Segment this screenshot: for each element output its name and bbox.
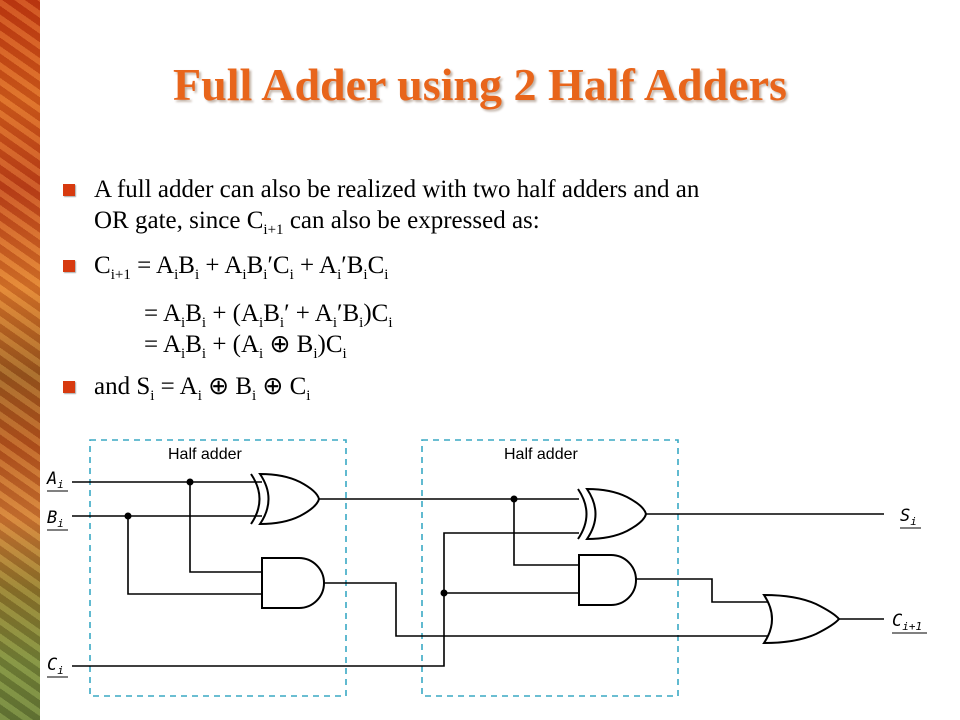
or-gate [762, 593, 841, 645]
bullet-1: A full adder can also be realized with t… [60, 174, 920, 238]
full-adder-circuit-diagram: Half adder Half adder Ai Bi Ci Si Ci+1 [46, 439, 927, 697]
slide-title: Full Adder using 2 Half Adders [173, 59, 787, 110]
output-label-carry: Ci+1 [892, 611, 927, 634]
half-adder-label-2: Half adder [504, 446, 578, 463]
svg-text:Ci+1: Ci+1 [892, 611, 922, 633]
bullet-3-sum: and Si = Ai ⊕ Bi ⊕ Ci [60, 371, 920, 404]
half-adder-box-2 [421, 439, 679, 697]
input-label-b: Bi [47, 508, 68, 531]
junction-dot [186, 478, 194, 486]
half-adder-label-1: Half adder [168, 446, 242, 463]
bullet-1-line-2: OR gate, since Ci+1 can also be expresse… [94, 207, 540, 238]
bullet-2-equation: Ci+1 = AiBi + AiBi′Ci + Ai′BiCi [60, 250, 920, 283]
equation-line-3: = AiBi + (Ai ⊕ Bi)Ci [144, 331, 347, 362]
output-label-sum: Si [900, 506, 921, 529]
bullet-marker-icon [63, 184, 75, 196]
svg-text:Ci: Ci [47, 655, 64, 677]
input-label-c: Ci [47, 655, 68, 678]
input-label-a: Ai [46, 469, 68, 492]
junction-dot [440, 589, 448, 597]
bullet-marker-icon [63, 381, 75, 393]
junction-dot [124, 512, 132, 520]
xor-gate-2 [577, 487, 648, 541]
svg-text:Bi: Bi [47, 508, 64, 530]
half-adder-box-1 [89, 439, 347, 697]
bullet-list: A full adder can also be realized with t… [60, 174, 920, 404]
bullet-1-line-1: A full adder can also be realized with t… [94, 176, 700, 203]
svg-text:Si: Si [900, 506, 917, 528]
bullet-marker-icon [63, 260, 75, 272]
xor-gate-1 [250, 472, 321, 526]
decorative-side-strip [0, 0, 40, 720]
and-gate-2 [578, 554, 637, 606]
equation-line-2: = AiBi + (AiBi′ + Ai′Bi)Ci [144, 300, 393, 331]
junction-dot [510, 495, 518, 503]
svg-text:Ai: Ai [46, 469, 64, 491]
circuit-wires [72, 481, 884, 667]
and-gate-1 [261, 557, 325, 609]
